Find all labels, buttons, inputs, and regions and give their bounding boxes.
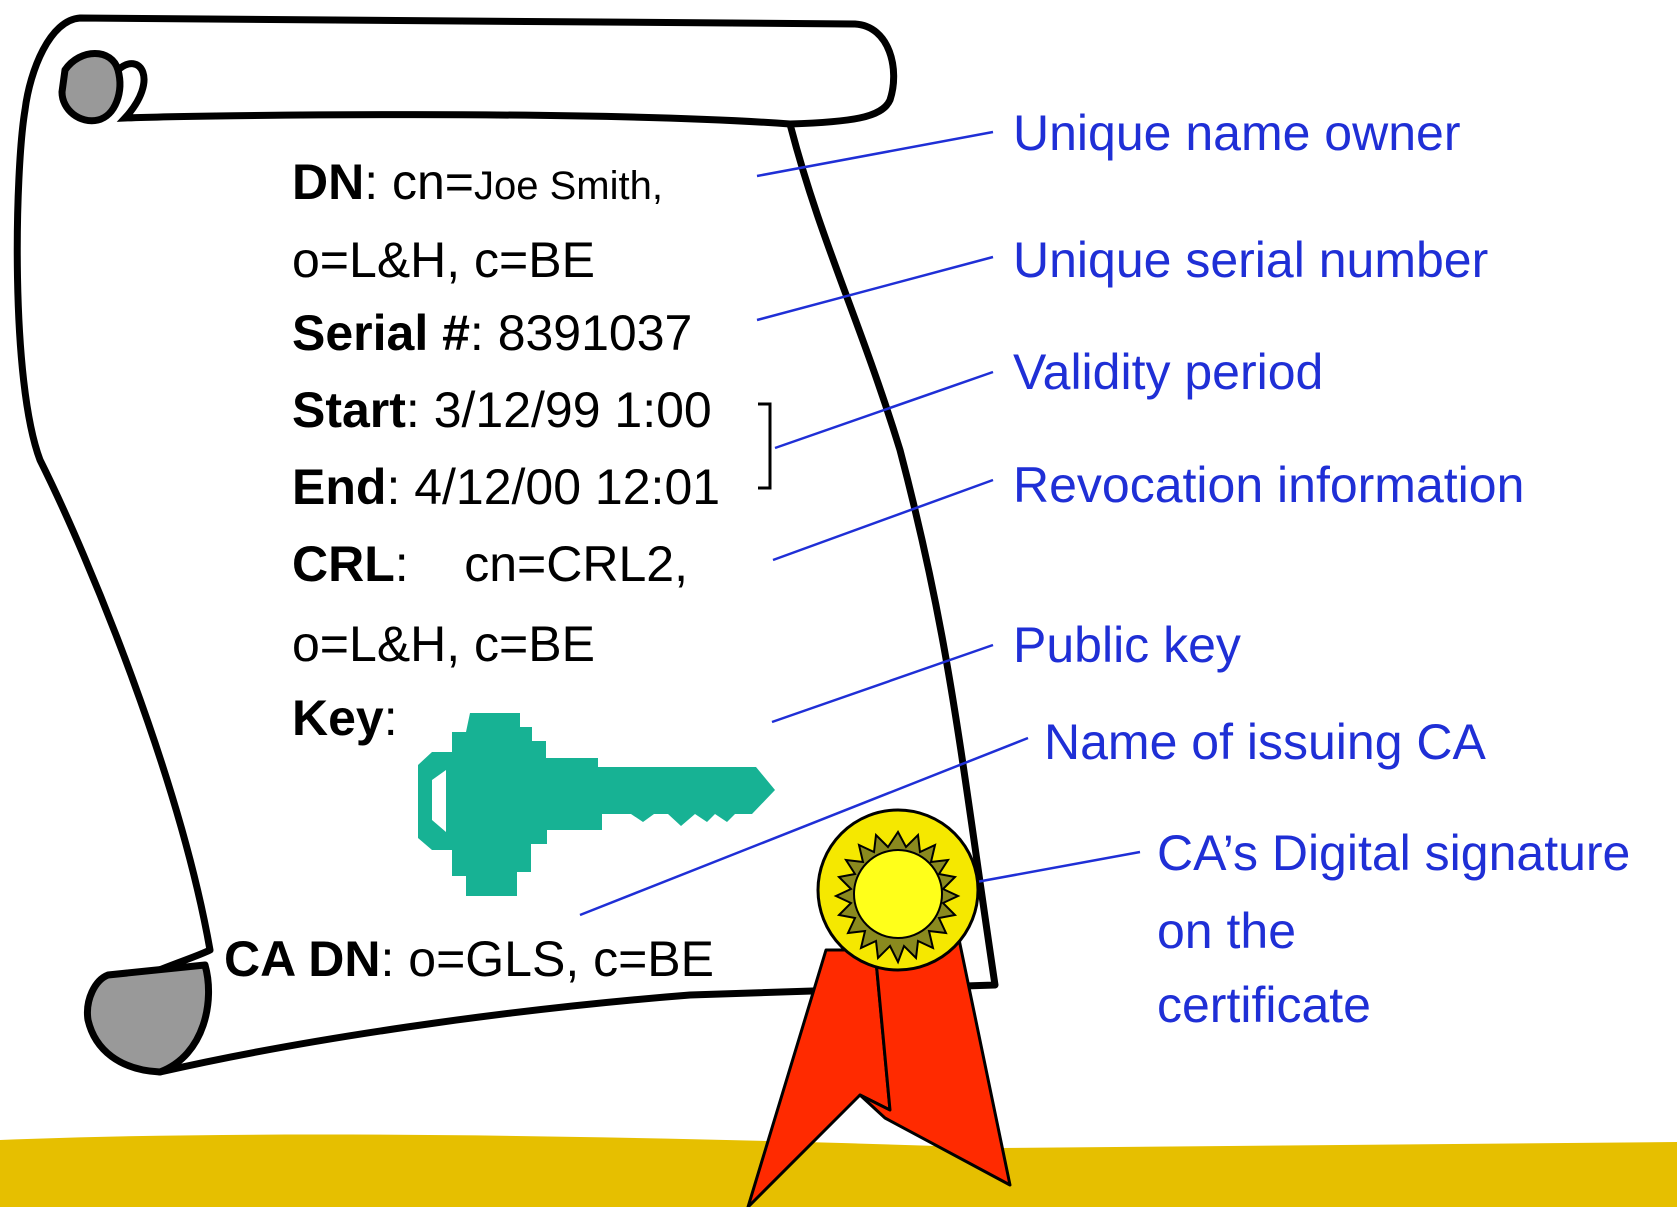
annotation-issuing-ca: Name of issuing CA — [1044, 714, 1486, 770]
key-bow-hole — [432, 784, 446, 818]
start-value: : 3/12/99 1:00 — [405, 382, 712, 438]
start-label: Start — [292, 382, 406, 438]
ca-dn-value: : o=GLS, c=BE — [380, 931, 715, 987]
connector-unique-name — [756, 130, 994, 178]
crl-field: CRL: cn=CRL2, — [292, 539, 688, 589]
dn-value-name: Joe Smith, — [474, 164, 663, 208]
crl-value: : cn=CRL2, — [394, 536, 688, 592]
dn-field-line2: o=L&H, c=BE — [292, 232, 595, 288]
seal-inner — [853, 849, 943, 939]
crl-label: CRL — [292, 536, 395, 592]
key-label: Key — [292, 690, 384, 746]
dn-field: DN: cn=Joe Smith, — [292, 157, 663, 207]
connector-issuing-ca — [579, 736, 1029, 917]
end-value: : 4/12/00 12:01 — [386, 459, 721, 515]
annotation-unique-name: Unique name owner — [1013, 105, 1461, 161]
connector-public-key — [771, 643, 994, 724]
validity-bracket — [758, 402, 772, 490]
ca-dn-field: CA DN: o=GLS, c=BE — [224, 934, 714, 984]
key-value: : — [383, 690, 398, 746]
serial-value: : 8391037 — [469, 305, 693, 361]
serial-label: Serial # — [292, 305, 470, 361]
bottom-curl — [83, 961, 213, 1076]
dn-label: DN — [292, 154, 365, 210]
start-field: Start: 3/12/99 1:00 — [292, 385, 712, 435]
top-curl — [58, 50, 124, 125]
key-field: Key: — [292, 693, 398, 743]
ca-dn-label: CA DN — [224, 931, 381, 987]
annotation-connectors — [579, 130, 1141, 917]
connector-revocation — [772, 478, 994, 562]
ground-band — [0, 1134, 1677, 1207]
annotation-signature-line3: certificate — [1157, 977, 1371, 1033]
annotation-signature-line2: on the — [1157, 903, 1297, 959]
seal-ribbon-icon — [746, 808, 1012, 1207]
annotation-unique-serial: Unique serial number — [1013, 232, 1489, 288]
dn-value-prefix: : cn= — [364, 154, 475, 210]
key-icon — [418, 713, 775, 896]
end-field: End: 4/12/00 12:01 — [292, 462, 720, 512]
connector-validity — [774, 370, 994, 450]
annotation-revocation: Revocation information — [1013, 457, 1525, 513]
annotation-public-key: Public key — [1013, 617, 1241, 673]
end-label: End — [292, 459, 387, 515]
connector-serial — [756, 255, 994, 322]
crl-field-line2: o=L&H, c=BE — [292, 616, 595, 672]
serial-field: Serial #: 8391037 — [292, 308, 692, 358]
annotation-validity: Validity period — [1013, 344, 1324, 400]
annotation-signature-line1: CA’s Digital signature — [1157, 825, 1631, 881]
